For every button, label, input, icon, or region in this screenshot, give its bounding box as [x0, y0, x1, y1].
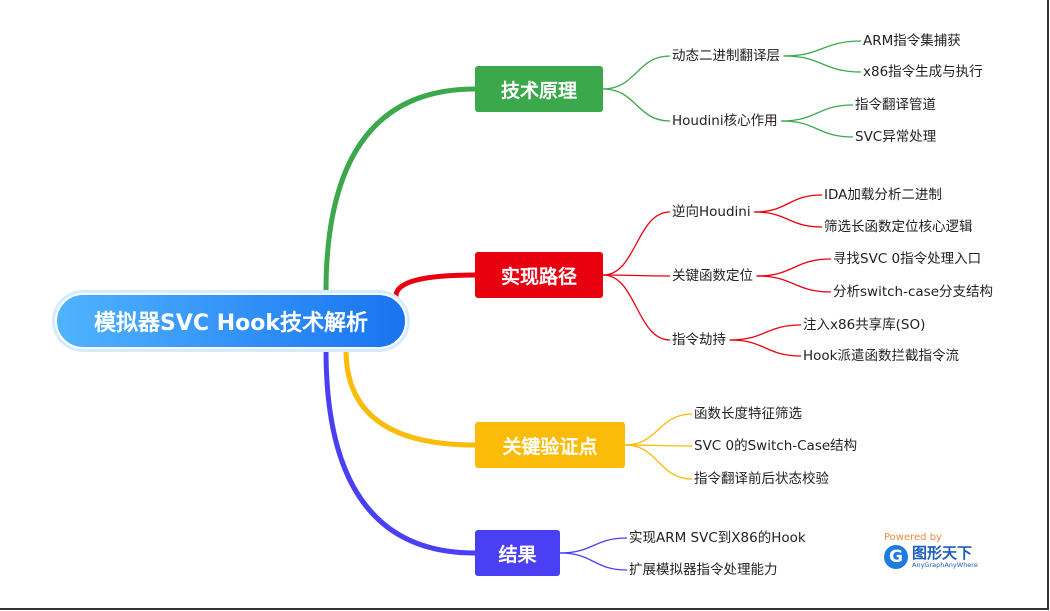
- subtopic[interactable]: 动态二进制翻译层: [670, 46, 782, 66]
- topic-connector: [729, 339, 802, 357]
- subtopic[interactable]: 扩展模拟器指令处理能力: [627, 560, 780, 580]
- branch-key-verification[interactable]: 关键验证点: [475, 422, 625, 468]
- topic-connector: [602, 274, 671, 341]
- logo-subtitle: AnyGraphAnyWhere: [912, 560, 978, 569]
- subtopic[interactable]: 函数长度特征筛选: [692, 404, 804, 424]
- leaf-topic[interactable]: 寻找SVC 0指令处理入口: [831, 249, 984, 269]
- leaf-topic[interactable]: ARM指令集捕获: [861, 31, 963, 51]
- topic-connector: [559, 537, 628, 554]
- root-branch-connector: [323, 86, 478, 295]
- leaf-topic[interactable]: 筛选长函数定位核心逻辑: [822, 217, 975, 237]
- topic-connector: [602, 88, 671, 122]
- subtopic[interactable]: 指令劫持: [670, 330, 728, 350]
- root-topic[interactable]: 模拟器SVC Hook技术解析: [52, 290, 410, 352]
- subtopic[interactable]: 关键函数定位: [670, 266, 755, 286]
- topic-connector: [783, 55, 862, 73]
- topic-connector: [753, 211, 823, 228]
- root-branch-connector: [393, 272, 478, 299]
- logo-g-icon: G: [884, 545, 908, 569]
- topic-connector: [753, 194, 823, 213]
- branch-result[interactable]: 结果: [475, 530, 560, 576]
- leaf-topic[interactable]: 注入x86共享库(SO): [801, 315, 928, 335]
- topic-connector: [624, 444, 693, 480]
- topic-connector: [780, 120, 854, 138]
- topic-connector: [756, 275, 832, 293]
- root-topic-label: 模拟器SVC Hook技术解析: [55, 293, 407, 349]
- leaf-topic[interactable]: SVC异常处理: [853, 127, 939, 147]
- topic-connector: [602, 211, 671, 276]
- topic-connector: [559, 552, 628, 571]
- logo-name: 图形天下: [912, 543, 973, 562]
- subtopic[interactable]: SVC 0的Switch-Case结构: [692, 436, 860, 456]
- topic-connector: [602, 55, 671, 90]
- topic-connector: [783, 40, 862, 57]
- leaf-topic[interactable]: IDA加载分析二进制: [822, 185, 944, 205]
- powered-by-logo: Powered by G 图形天下 AnyGraphAnyWhere: [884, 532, 978, 569]
- root-branch-connector: [323, 347, 478, 556]
- topic-connector: [624, 444, 693, 447]
- subtopic[interactable]: Houdini核心作用: [670, 111, 780, 131]
- logo-powered-text: Powered by: [884, 532, 942, 543]
- topic-connector: [780, 104, 854, 122]
- topic-connector: [729, 324, 802, 341]
- subtopic[interactable]: 指令翻译前后状态校验: [692, 469, 831, 489]
- topic-connector: [624, 413, 693, 446]
- topic-connector: [756, 258, 832, 277]
- leaf-topic[interactable]: x86指令生成与执行: [861, 62, 985, 82]
- root-branch-connector: [343, 347, 478, 448]
- branch-tech-principle[interactable]: 技术原理: [475, 66, 603, 112]
- subtopic[interactable]: 逆向Houdini: [670, 202, 753, 222]
- branch-implementation-path[interactable]: 实现路径: [475, 252, 603, 298]
- subtopic[interactable]: 实现ARM SVC到X86的Hook: [627, 528, 808, 548]
- topic-connector: [602, 274, 671, 277]
- leaf-topic[interactable]: Hook派遣函数拦截指令流: [801, 346, 961, 366]
- leaf-topic[interactable]: 分析switch-case分支结构: [831, 282, 996, 302]
- leaf-topic[interactable]: 指令翻译管道: [853, 95, 938, 115]
